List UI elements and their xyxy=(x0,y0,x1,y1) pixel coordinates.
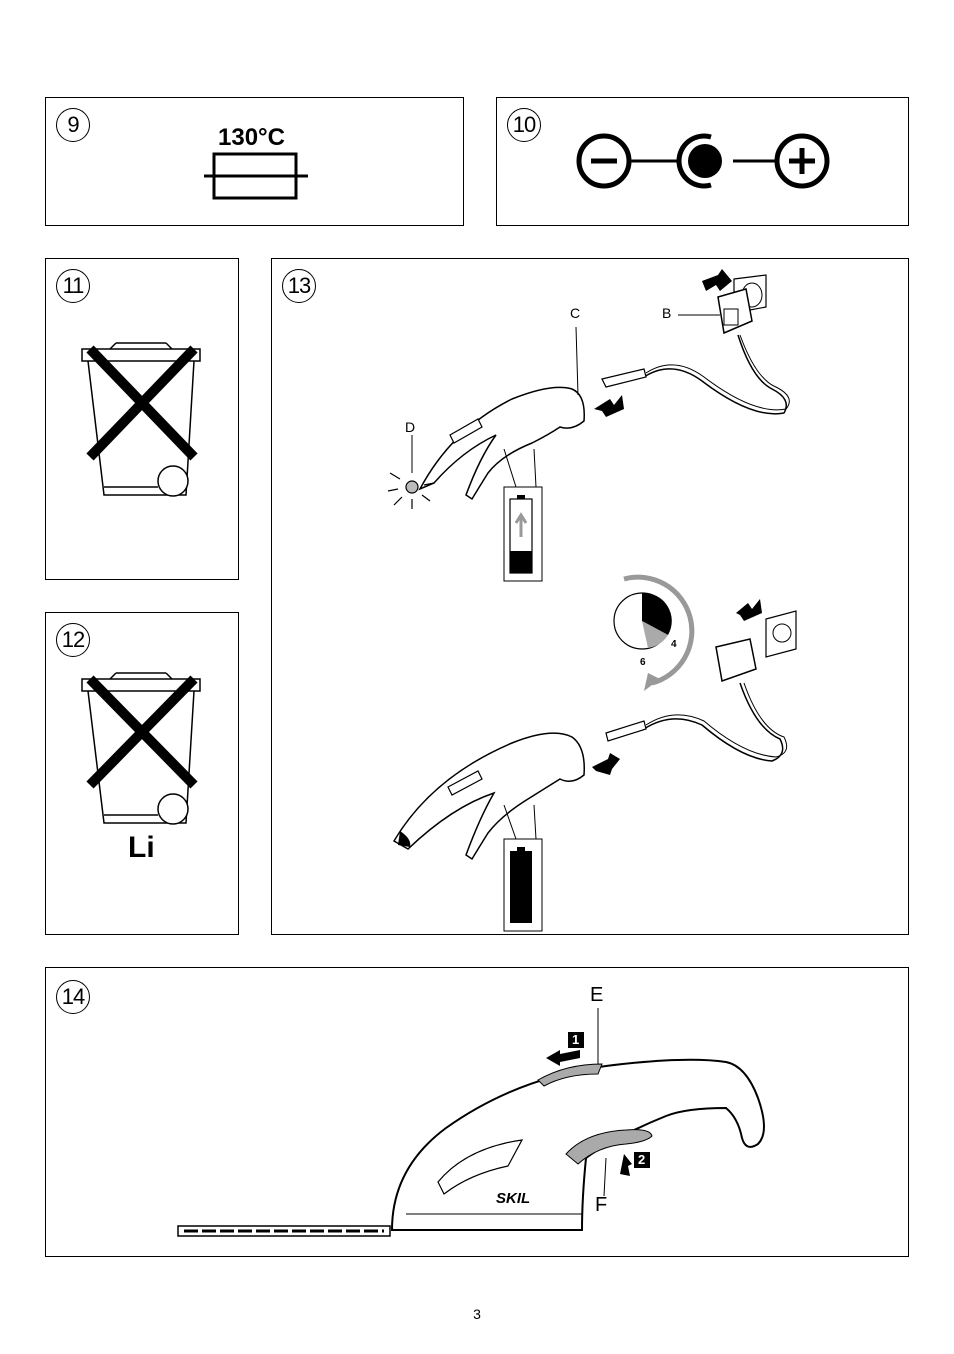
step-1-label: 1 xyxy=(572,1032,579,1047)
arrow-icon xyxy=(546,1050,580,1066)
battery-charging-icon xyxy=(504,487,542,581)
crossed-bin-icon xyxy=(46,613,240,936)
charging-illustration xyxy=(272,259,910,936)
timer-value-6: 6 xyxy=(640,657,646,668)
label-b: B xyxy=(662,305,671,321)
figure-14-panel: 14 E F 1 2 SKIL xyxy=(45,967,909,1257)
timer-value-4: 4 xyxy=(671,639,677,650)
blade-icon xyxy=(178,1226,390,1236)
figure-10-panel: 10 xyxy=(496,97,909,226)
crossed-bin-icon xyxy=(46,259,240,581)
arrow-icon xyxy=(594,395,624,417)
step-2-label: 2 xyxy=(638,1152,645,1167)
figure-9-panel: 9 130°C xyxy=(45,97,464,226)
figure-11-panel: 11 xyxy=(45,258,239,580)
figure-12-panel: 12 Li xyxy=(45,612,239,935)
arrow-icon xyxy=(736,599,762,621)
battery-full-icon xyxy=(504,839,542,931)
charger-plug-icon xyxy=(644,275,789,414)
arrow-icon xyxy=(620,1154,632,1176)
label-e: E xyxy=(590,984,603,1007)
lithium-label: Li xyxy=(128,831,155,865)
fuse-icon xyxy=(46,98,465,227)
arrow-icon xyxy=(592,753,620,775)
label-c: C xyxy=(570,305,580,321)
arrow-icon xyxy=(702,269,732,291)
polarity-icon xyxy=(497,98,910,227)
label-d: D xyxy=(405,419,415,435)
figure-13-panel: 13 xyxy=(271,258,909,935)
charge-timer-icon xyxy=(614,577,692,691)
label-f: F xyxy=(595,1194,607,1217)
page-number: 3 xyxy=(0,1306,954,1322)
shrub-shear-illustration xyxy=(46,968,910,1258)
brand-logo: SKIL xyxy=(496,1190,530,1207)
